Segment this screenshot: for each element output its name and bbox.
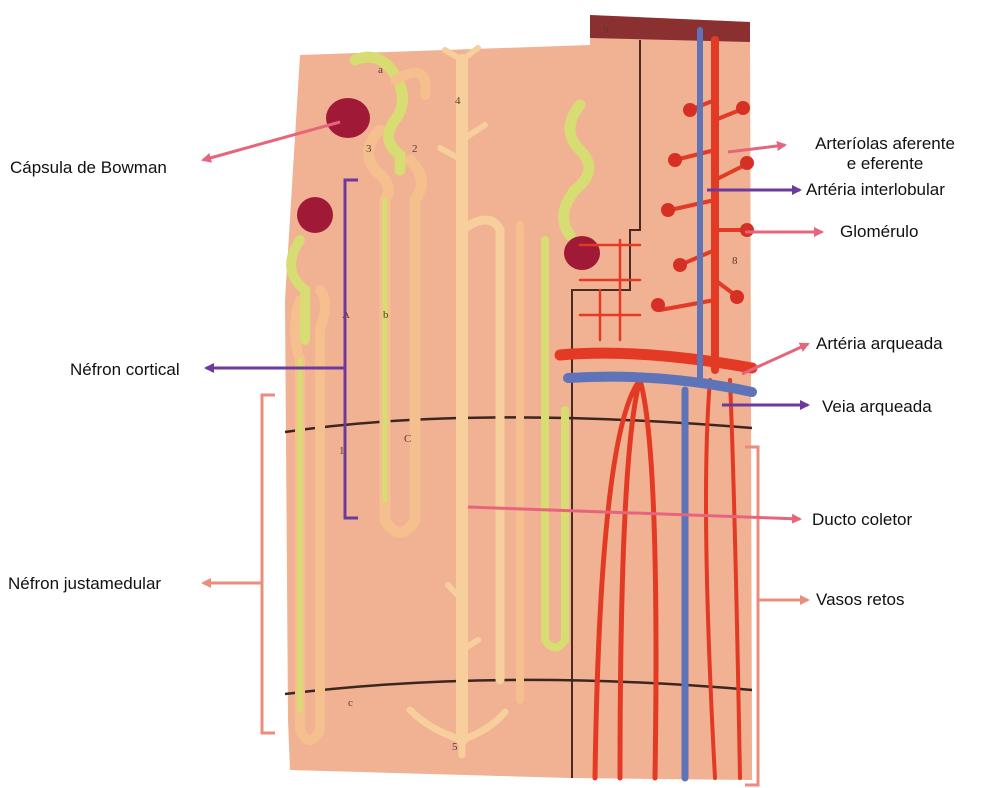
bracket-nefron-justamedular — [262, 395, 275, 733]
label-arteriolas-line1: Arteríolas aferente — [790, 134, 980, 154]
label-vasos-retos: Vasos retos — [816, 590, 905, 610]
mark-3: 3 — [366, 143, 372, 155]
label-veia-arqueada: Veia arqueada — [822, 397, 932, 417]
label-ducto-coletor: Ducto coletor — [812, 510, 912, 530]
mark-4: 4 — [455, 95, 461, 107]
label-nefron-cortical: Néfron cortical — [70, 360, 180, 380]
mark-8: 8 — [732, 255, 738, 267]
mark-2: 2 — [412, 143, 418, 155]
label-glomerulo: Glomérulo — [840, 222, 918, 242]
mark-5: 5 — [452, 741, 458, 753]
label-arteria-interlobular: Artéria interlobular — [806, 180, 945, 200]
label-arteriolas: Arteríolas aferente e eferente — [790, 134, 980, 174]
mark-C: C — [404, 433, 411, 445]
mark-c: c — [348, 697, 353, 709]
label-nefron-justamedular: Néfron justamedular — [8, 574, 161, 594]
label-arteria-arqueada: Artéria arqueada — [816, 334, 943, 354]
label-arteriolas-line2: e eferente — [790, 154, 980, 174]
label-capsula-bowman: Cápsula de Bowman — [10, 158, 167, 178]
mark-9: 9 — [603, 24, 609, 36]
mark-a: a — [378, 64, 383, 76]
mark-b: b — [383, 309, 389, 321]
arrow-arteria-arqueada — [742, 344, 808, 374]
